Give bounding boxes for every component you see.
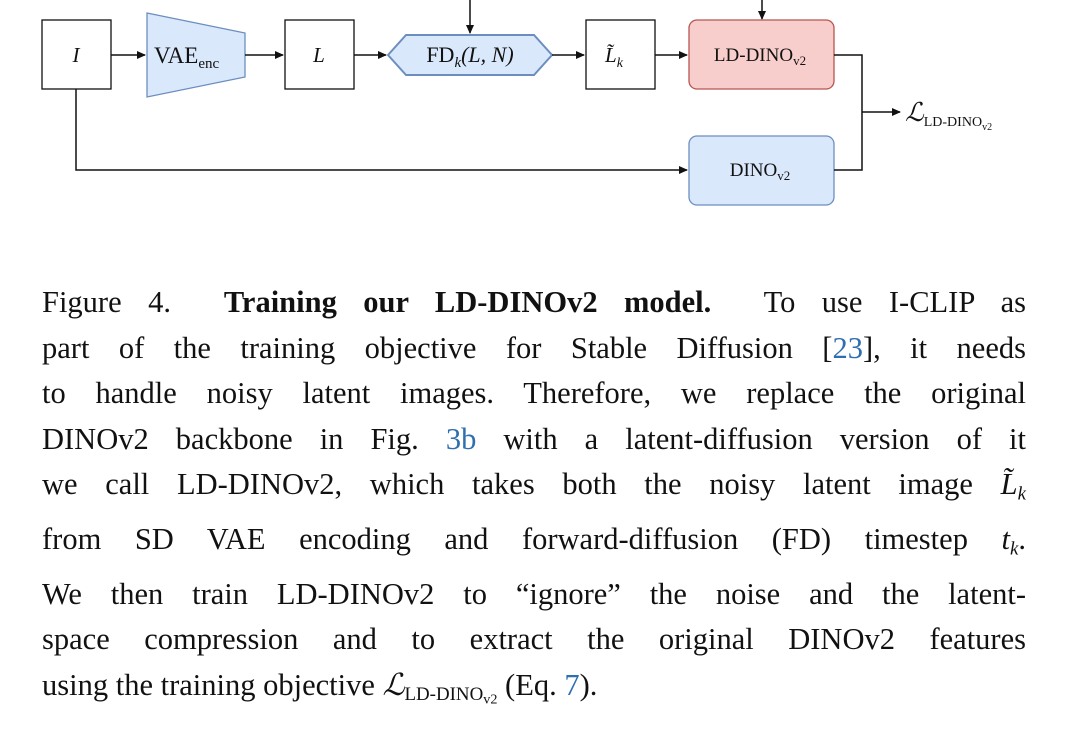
- ld-dino-to-loss-line: [834, 54, 863, 112]
- loss-node: ℒLD-DINOv2: [905, 98, 992, 133]
- svg-text:I: I: [72, 43, 81, 67]
- svg-text:L̃k: L̃k: [604, 43, 624, 71]
- vae-encoder-node: VAEenc: [146, 12, 246, 98]
- arrow-image-to-dino: [75, 89, 688, 174]
- caption-line-2: part of the training objective for Stabl…: [42, 330, 1026, 365]
- image-node: I: [41, 19, 112, 90]
- math-noisy-latent: L̃k: [1000, 467, 1026, 505]
- figure-link-3b[interactable]: 3b: [445, 421, 477, 456]
- citation-link-23[interactable]: 23: [832, 330, 863, 365]
- forward-diffusion-node: FDk(L, N): [386, 34, 554, 76]
- caption-line-7: We then train LD-DINOv2 to “ignore” the …: [42, 576, 1026, 611]
- ld-dino-node: LD-DINOv2: [688, 19, 835, 90]
- caption-title: Training our LD-DINOv2 model.: [223, 285, 712, 319]
- dino-node: DINOv2: [688, 135, 835, 206]
- svg-text:L: L: [312, 43, 325, 67]
- equation-link-7[interactable]: 7: [564, 667, 580, 702]
- svg-text:VAEenc: VAEenc: [154, 43, 219, 72]
- caption-line-5: we call LD-DINOv2, which takes both the …: [42, 467, 1026, 505]
- caption-line-4: DINOv2 backbone in Fig. 3b with a latent…: [42, 421, 1026, 456]
- figure-label: Figure 4.: [42, 285, 171, 319]
- caption-line-6: from SD VAE encoding and forward-diffusi…: [42, 521, 1026, 560]
- svg-text:LD-DINOv2: LD-DINOv2: [714, 45, 806, 68]
- caption-line-3: to handle noisy latent images. Therefore…: [42, 376, 1026, 410]
- caption-line-9: using the training objective ℒLD-DINOv2 …: [42, 667, 598, 708]
- training-diagram: I VAEenc L FDk(L, N) L̃k LD: [41, 0, 992, 206]
- figure-caption: Figure 4. Training our LD-DINOv2 model. …: [42, 280, 1026, 723]
- svg-text:DINOv2: DINOv2: [730, 160, 791, 183]
- caption-line-8: space compression and to extract the ori…: [42, 622, 1026, 657]
- math-timestep: tk: [1001, 521, 1019, 560]
- svg-text:ℒLD-DINOv2: ℒLD-DINOv2: [905, 98, 992, 133]
- noisy-latent-node: L̃k: [585, 19, 656, 90]
- math-loss: ℒLD-DINOv2: [382, 667, 498, 708]
- svg-text:FDk(L, N): FDk(L, N): [426, 42, 513, 71]
- dino-to-loss-line: [834, 112, 863, 171]
- caption-line-1: Figure 4. Training our LD-DINOv2 model. …: [42, 285, 1026, 319]
- latent-node: L: [284, 19, 355, 90]
